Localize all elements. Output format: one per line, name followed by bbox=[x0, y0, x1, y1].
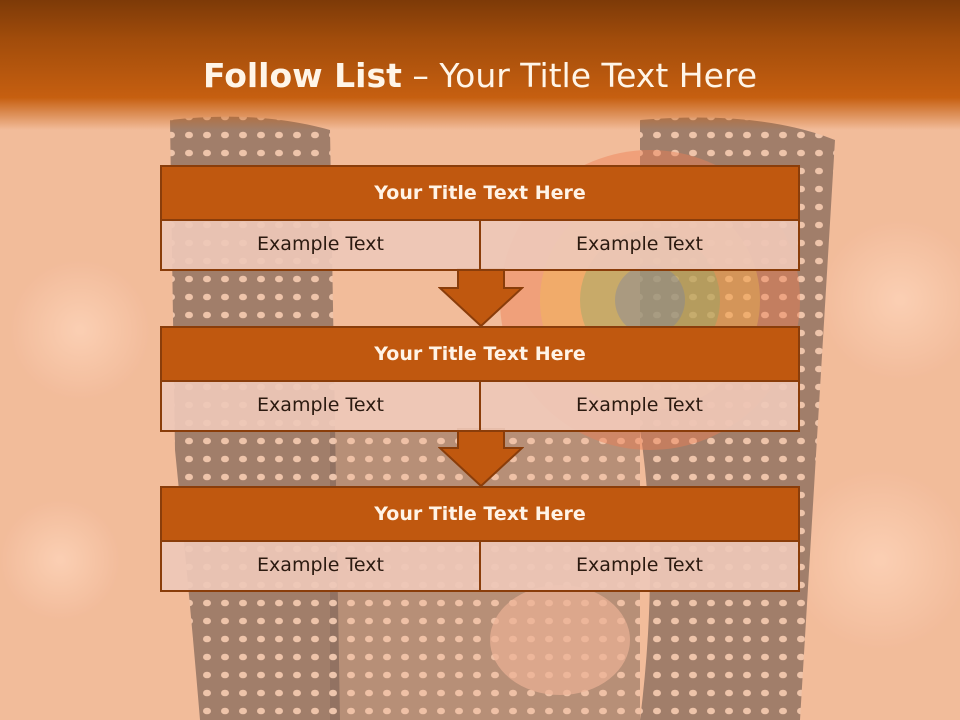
step-box-3: Your Title Text Here Example Text Exampl… bbox=[160, 486, 800, 592]
step-cell-left: Example Text bbox=[160, 221, 481, 271]
step-cell-right: Example Text bbox=[481, 221, 800, 271]
step-cell-left: Example Text bbox=[160, 382, 481, 432]
slide-title: Follow List – Your Title Text Here bbox=[0, 54, 960, 98]
step-row: Example Text Example Text bbox=[160, 542, 800, 592]
step-row: Example Text Example Text bbox=[160, 221, 800, 271]
step-cell-left: Example Text bbox=[160, 542, 481, 592]
step-title: Your Title Text Here bbox=[160, 486, 800, 542]
title-bar bbox=[0, 0, 960, 130]
down-arrow-icon bbox=[438, 428, 524, 488]
step-box-1: Your Title Text Here Example Text Exampl… bbox=[160, 165, 800, 271]
step-cell-right: Example Text bbox=[481, 542, 800, 592]
down-arrow-icon bbox=[438, 268, 524, 328]
step-cell-right: Example Text bbox=[481, 382, 800, 432]
slide-title-bold: Follow List bbox=[202, 56, 402, 95]
step-row: Example Text Example Text bbox=[160, 382, 800, 432]
slide-title-rest: – Your Title Text Here bbox=[401, 56, 758, 95]
step-title: Your Title Text Here bbox=[160, 165, 800, 221]
step-title: Your Title Text Here bbox=[160, 326, 800, 382]
step-box-2: Your Title Text Here Example Text Exampl… bbox=[160, 326, 800, 432]
